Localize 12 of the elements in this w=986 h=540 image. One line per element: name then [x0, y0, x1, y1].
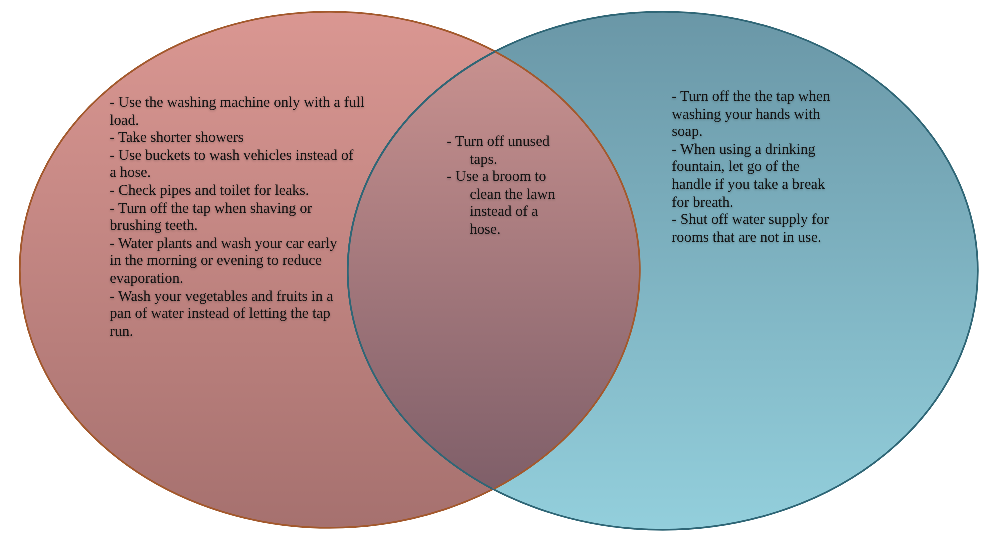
- list-item: - Wash your vegetables and fruits in a pan of water instead of letting the tap run.: [110, 288, 334, 342]
- list-item: - Use a broom to clean the lawn instead of a hose.: [447, 169, 556, 240]
- list-item: - Take shorter showers: [110, 130, 245, 148]
- list-item: - When using a drinking fountain, let go of the handle if you take a break for breath.: [672, 142, 826, 212]
- list-item: - Turn off unused taps.: [447, 134, 551, 170]
- list-item: - Turn off the the tap when washing your hands with soap.: [672, 89, 832, 142]
- list-item: - Shut off water supply for rooms that are not in use.: [672, 212, 830, 248]
- list-item: - Check pipes and toilet for leaks.: [110, 182, 310, 201]
- list-item: - Use the washing machine only with a full load.: [110, 95, 366, 130]
- list-item: - Turn off the tap when shaving or brushing teeth.: [110, 200, 314, 236]
- list-item: - Use buckets to wash vehicles instead of a hose.: [110, 148, 355, 183]
- list-item: - Water plants and wash your car early in the morning or evening to reduce evaporation.: [110, 236, 338, 289]
